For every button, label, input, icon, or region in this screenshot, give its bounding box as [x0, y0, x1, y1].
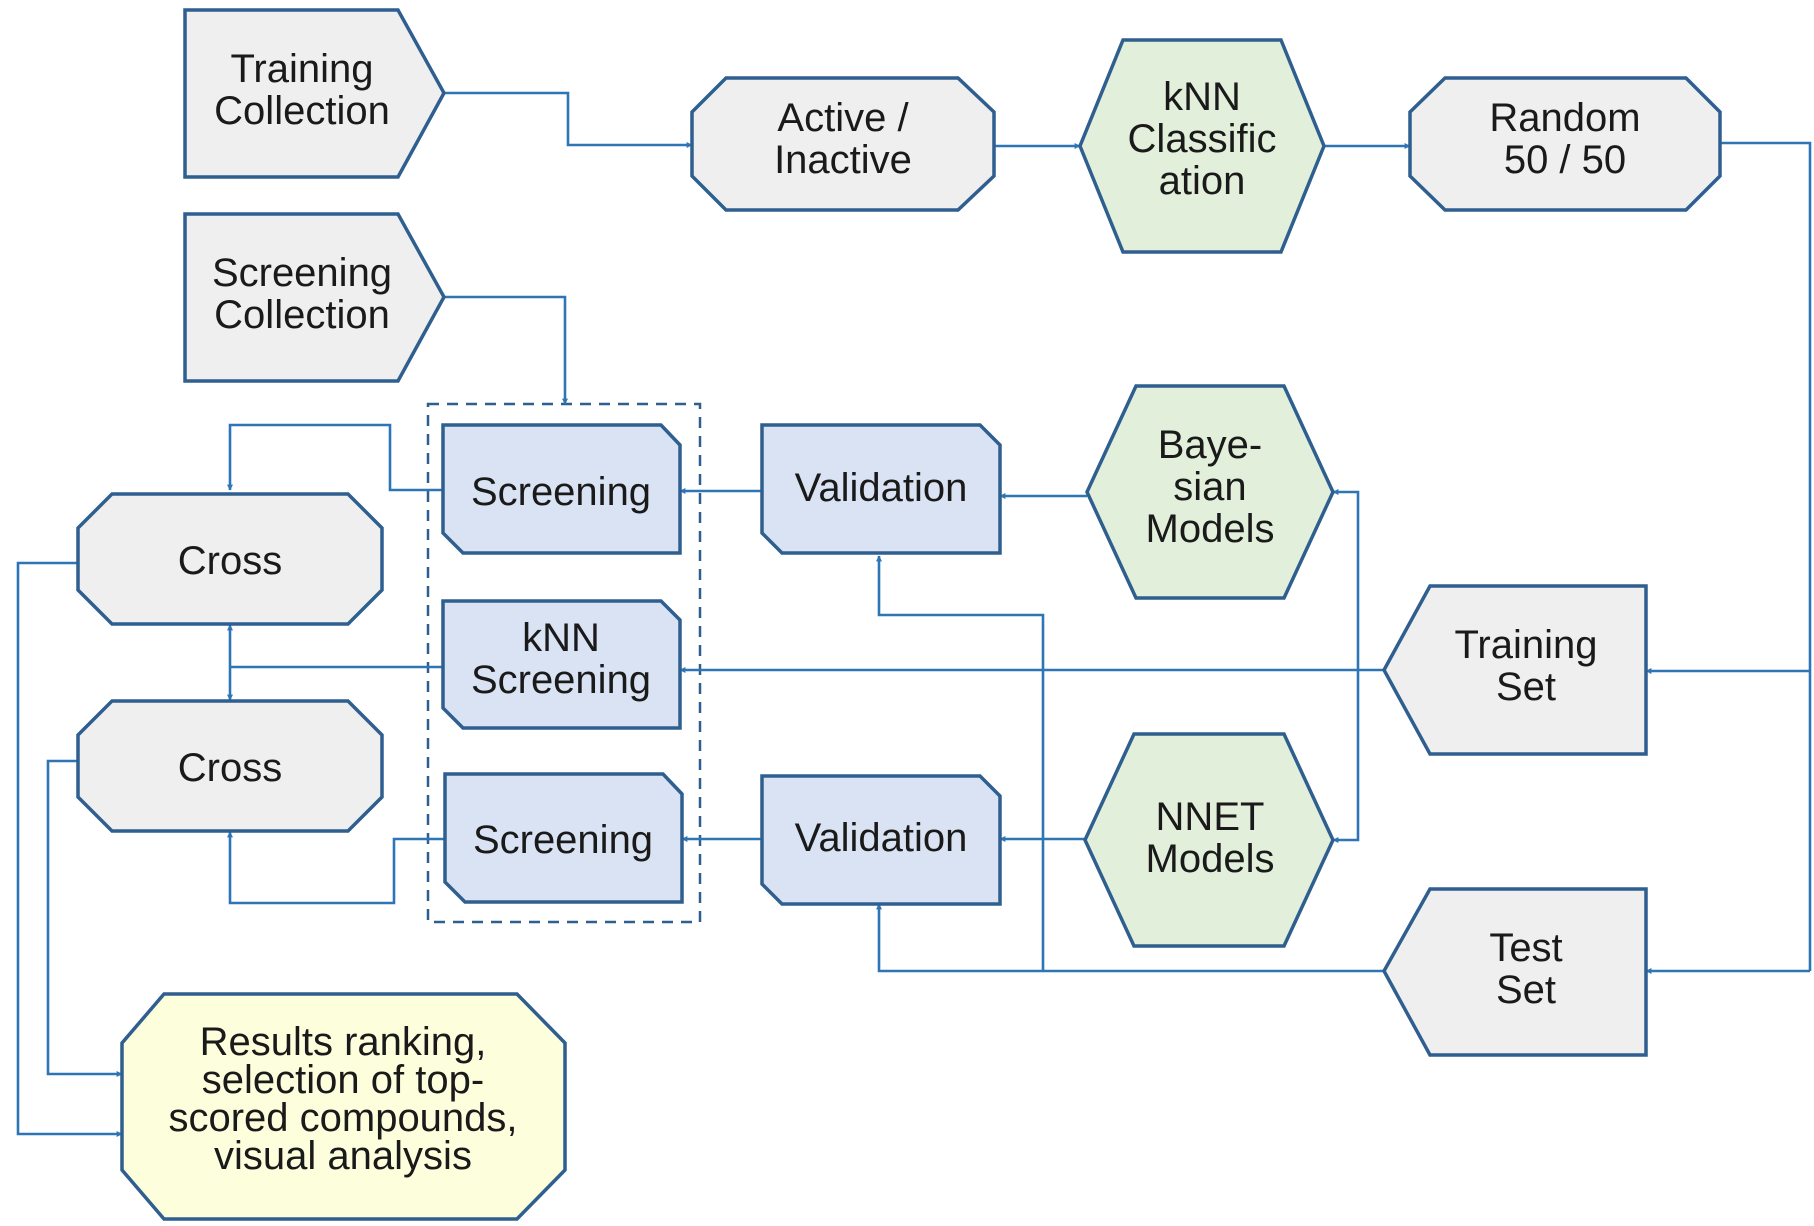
node-label-line: kNN [1163, 75, 1241, 119]
connector-screening-collection-to-group [444, 295, 568, 405]
node-screening-bottom: Screening [443, 772, 684, 904]
node-label-line: Inactive [774, 138, 912, 182]
node-label-line: Cross [178, 746, 282, 790]
node-validation-top: Validation [760, 423, 1002, 555]
node-label-line: ation [1159, 159, 1246, 203]
connector-test-set-to-validation-top [876, 555, 1045, 971]
node-label: Validation [795, 816, 968, 860]
node-label-line: kNN [522, 616, 600, 660]
node-label-line: selection of top- [202, 1058, 484, 1102]
node-label-line: Classific [1128, 117, 1277, 161]
node-label-line: Screening [473, 818, 653, 862]
connectors [16, 91, 1812, 1137]
node-results: Results ranking,selection of top-scored … [120, 992, 567, 1221]
connector-cross-top-to-results [16, 561, 123, 1137]
node-label-line: Models [1146, 837, 1275, 881]
connector-bayes-nnet-link [1332, 489, 1360, 843]
node-label-line: Training [230, 47, 373, 91]
node-label: Active /Inactive [774, 96, 912, 182]
node-label-line: 50 / 50 [1504, 138, 1626, 182]
node-active-inactive: Active /Inactive [690, 76, 996, 212]
node-label: Screening [471, 470, 651, 514]
node-label-line: scored compounds, [168, 1096, 517, 1140]
node-validation-bottom: Validation [760, 774, 1002, 906]
node-label-line: sian [1173, 465, 1246, 509]
node-label: Cross [178, 539, 282, 583]
node-label-line: Collection [214, 89, 390, 133]
node-label-line: Collection [214, 293, 390, 337]
node-cross-bottom: Cross [76, 699, 384, 833]
connector-random-to-right-bus [1720, 141, 1812, 971]
node-label-line: Random [1489, 96, 1640, 140]
node-label: Screening [473, 818, 653, 862]
node-label-line: Screening [471, 658, 651, 702]
node-label-line: Validation [795, 466, 968, 510]
node-screening-top: Screening [441, 423, 682, 555]
node-label-line: Baye- [1158, 423, 1263, 467]
node-label-line: Validation [795, 816, 968, 860]
node-label: Results ranking,selection of top-scored … [168, 1020, 517, 1178]
node-label-line: Test [1489, 926, 1562, 970]
node-label-line: Set [1496, 968, 1556, 1012]
node-label-line: Results ranking, [200, 1020, 487, 1064]
node-label-line: Training [1454, 623, 1597, 667]
node-label-line: Screening [471, 470, 651, 514]
connector-training-collection-to-active [444, 91, 693, 148]
connector-screening-top-to-cross-top [227, 423, 443, 492]
node-label-line: Models [1146, 507, 1275, 551]
node-label-line: visual analysis [214, 1134, 472, 1178]
node-label-line: Active / [777, 96, 909, 140]
node-label-line: Cross [178, 539, 282, 583]
connector-cross-bottom-to-results [46, 759, 123, 1077]
node-label-line: Screening [212, 251, 392, 295]
node-label-line: Set [1496, 665, 1556, 709]
node-label-line: NNET [1156, 795, 1265, 839]
node-cross-top: Cross [76, 492, 384, 626]
node-label: Cross [178, 746, 282, 790]
node-label: Validation [795, 466, 968, 510]
connector-test-set-to-validation-bottom [876, 903, 1384, 973]
connector-screening-bottom-to-cross-bottom [227, 831, 445, 905]
